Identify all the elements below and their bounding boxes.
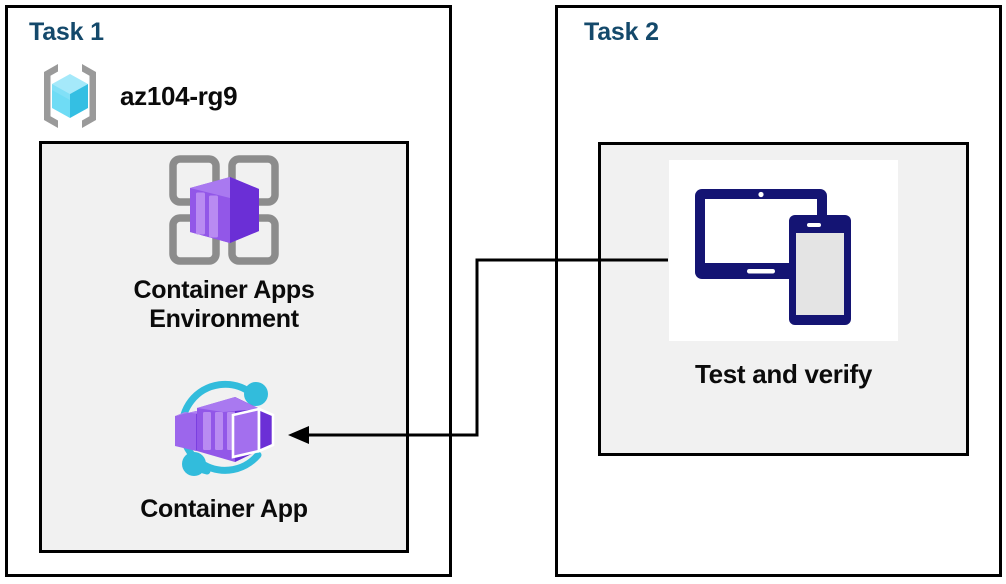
task-2-title: Task 2 <box>584 18 659 46</box>
node-test-and-verify[interactable]: Test and verify <box>598 160 969 390</box>
container-apps-environment-icon <box>169 155 279 265</box>
node-container-apps-environment[interactable]: Container Apps Environment <box>39 150 409 334</box>
node-container-app[interactable]: Container App <box>39 367 409 524</box>
caption-line-2: Environment <box>149 304 299 333</box>
node-test-and-verify-label: Test and verify <box>694 359 873 389</box>
node-container-app-label: Container App <box>140 495 308 523</box>
resource-group-label: az104-rg9 <box>120 80 238 111</box>
resource-group-icon <box>44 64 96 128</box>
caption-line-1: Container Apps <box>133 276 315 304</box>
node-container-apps-environment-label: Container Apps Environment <box>134 276 315 334</box>
task-1-title: Task 1 <box>29 18 104 46</box>
resource-group-row: az104-rg9 <box>34 60 334 132</box>
test-and-verify-icon-frame <box>669 160 898 341</box>
test-and-verify-devices-icon <box>694 188 851 325</box>
container-app-icon <box>175 380 275 476</box>
